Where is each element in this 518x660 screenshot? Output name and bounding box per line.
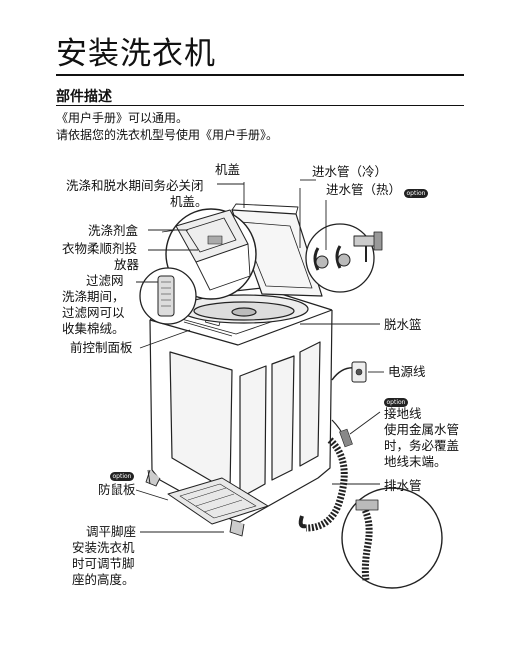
option-badge-ground: option xyxy=(384,392,408,411)
option-badge-hot: option xyxy=(404,183,428,202)
label-filter-4: 收集棉绒。 xyxy=(62,321,125,336)
panel-pointer xyxy=(139,329,191,349)
label-power: 电源线 xyxy=(388,364,426,379)
front-panel-mid2 xyxy=(271,355,295,481)
label-cold-inlet: 进水管（冷） xyxy=(312,164,388,179)
label-feet-3: 时可调节脚 xyxy=(72,556,135,571)
ground-pointer xyxy=(349,411,381,435)
label-filter-1: 过滤网 xyxy=(86,273,124,288)
front-panel-mid1 xyxy=(239,365,267,499)
label-feet-2: 安装洗衣机 xyxy=(72,540,135,555)
label-lid: 机盖 xyxy=(214,162,240,177)
label-ground-3: 时，务必覆盖 xyxy=(384,438,460,453)
label-ground-1: 接地线 xyxy=(384,406,422,421)
rodent-pointer xyxy=(147,469,151,485)
section-title: 部件描述 xyxy=(56,89,112,105)
label-ground-2: 使用金属水管 xyxy=(384,422,460,437)
label-feet-4: 座的高度。 xyxy=(72,572,135,587)
label-tub: 脱水篮 xyxy=(384,317,422,332)
title-rule xyxy=(56,74,464,76)
label-hot-inlet: 进水管（热） xyxy=(326,182,402,197)
page-title: 安装洗衣机 xyxy=(56,36,216,72)
label-lid-note-2: 机盖。 xyxy=(170,194,208,209)
label-detergent: 洗涤剂盒 xyxy=(88,223,139,238)
machine-body xyxy=(149,309,333,523)
label-feet-1: 调平脚座 xyxy=(86,524,137,539)
label-softener-1: 衣物柔顺剂投 xyxy=(62,241,138,256)
top-front-edge xyxy=(149,309,333,346)
front-panel-right xyxy=(299,341,321,467)
intro-line-2: 请依据您的洗衣机型号使用《用户手册》。 xyxy=(56,128,279,142)
label-lid-note-1: 洗涤和脱水期间务必关闭 xyxy=(66,178,204,193)
label-ground-4: 地线末端。 xyxy=(384,454,447,469)
label-rodent: 防鼠板 xyxy=(98,482,136,497)
section-rule xyxy=(56,105,464,106)
label-filter-3: 过滤网可以 xyxy=(62,305,125,320)
option-badge-rodent: option xyxy=(110,466,134,485)
drain-detail-circle xyxy=(341,487,443,589)
label-drain: 排水管 xyxy=(384,478,422,493)
label-filter-2: 洗涤期间， xyxy=(62,289,125,304)
front-panel-left xyxy=(169,351,233,493)
label-panel: 前控制面板 xyxy=(70,340,133,355)
intro-line-1: 《用户手册》可以通用。 xyxy=(56,111,189,125)
label-softener-2: 放器 xyxy=(114,257,140,272)
